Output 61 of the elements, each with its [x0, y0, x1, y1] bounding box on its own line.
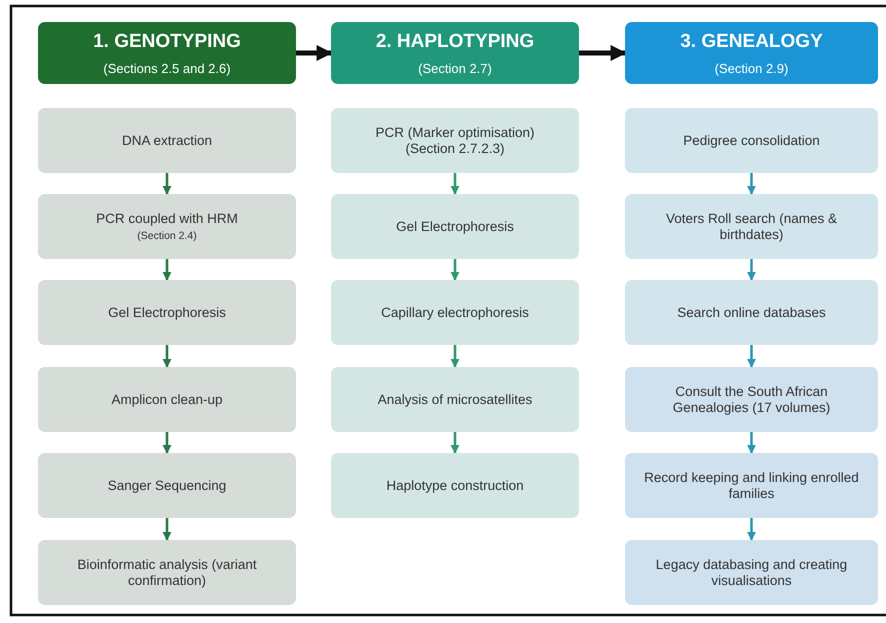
process-box: [38, 194, 296, 259]
process-box: [38, 540, 296, 605]
process-box: [625, 108, 878, 173]
stage-header: [38, 22, 296, 84]
process-box: [625, 453, 878, 518]
step-label: Voters Roll search (names & birthdates): [664, 210, 838, 242]
step-label: Analysis of microsatellites: [378, 392, 532, 408]
process-box: [625, 194, 878, 259]
process-box: [38, 453, 296, 518]
stage-title: 2. HAPLOTYPING: [376, 30, 534, 52]
arrow: [450, 173, 460, 195]
arrow: [450, 259, 460, 281]
step-label: Legacy databasing and creating visualisations: [654, 556, 848, 588]
arrow: [450, 432, 460, 454]
arrow: [162, 432, 172, 454]
arrow: [162, 259, 172, 281]
arrow: [579, 45, 627, 61]
step-label: Gel Electrophoresis: [396, 218, 514, 234]
step-label: Haplotype construction: [386, 478, 524, 494]
step-label: PCR (Marker optimisation): [375, 124, 535, 140]
section-reference: (Section 2.4): [137, 230, 197, 242]
process-box: [38, 367, 296, 432]
step-label: Search online databases: [677, 304, 826, 320]
section-reference: (Sections 2.5 and 2.6): [103, 60, 231, 76]
arrow: [747, 518, 756, 541]
stage-title: 3. GENEALOGY: [680, 30, 823, 52]
process-box: [38, 108, 296, 173]
arrow: [450, 345, 460, 368]
arrow: [162, 345, 172, 368]
process-box: [331, 367, 579, 432]
process-box: [625, 540, 878, 605]
arrow: [747, 259, 756, 281]
arrow: [747, 173, 756, 195]
process-box: [331, 194, 579, 259]
step-label: Sanger Sequencing: [108, 478, 226, 494]
process-box: [331, 280, 579, 345]
step-label: PCR coupled with HRM: [96, 210, 238, 226]
section-reference: (Section 2.9): [714, 60, 788, 76]
step-label: Bioinformatic analysis (variant confirmation): [76, 556, 258, 588]
arrow: [747, 432, 756, 454]
step-label: Amplicon clean-up: [111, 392, 223, 408]
arrow: [162, 518, 172, 541]
section-reference: (Section 2.7.2.3): [405, 140, 505, 156]
step-label: Capillary electrophoresis: [381, 304, 529, 320]
step-label: Pedigree consolidation: [683, 132, 820, 148]
stage-title: 1. GENOTYPING: [93, 30, 241, 52]
section-reference: (Section 2.7): [418, 60, 492, 76]
process-box: [625, 367, 878, 432]
step-label: DNA extraction: [122, 132, 212, 148]
process-box: [625, 280, 878, 345]
stage-header: [331, 22, 579, 84]
process-box: [331, 453, 579, 518]
process-box: [38, 280, 296, 345]
step-label: Record keeping and linking enrolled families: [643, 470, 860, 502]
arrow: [747, 345, 756, 368]
process-box: [331, 108, 579, 173]
arrow: [296, 45, 333, 61]
stage-header: [625, 22, 878, 84]
step-label: Gel Electrophoresis: [108, 304, 226, 320]
arrow: [162, 173, 172, 195]
step-label: Consult the South African Genealogies (17 volumes): [672, 384, 832, 416]
